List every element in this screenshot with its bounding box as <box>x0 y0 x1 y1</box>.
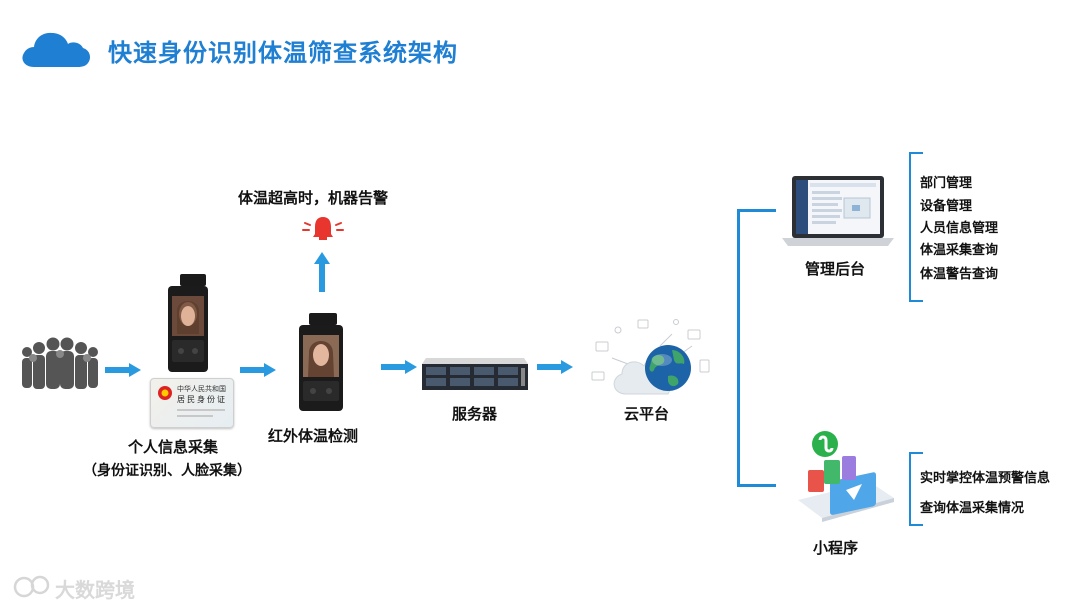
id-card-header: 中华人民共和国 <box>177 385 226 393</box>
mini-program-icon <box>798 431 894 522</box>
miniapp-item-collection-query: 查询体温采集情况 <box>920 501 1025 516</box>
server-icon <box>422 358 528 390</box>
id-terminal-device-icon <box>168 274 208 372</box>
cloud-logo-icon <box>22 32 91 67</box>
cloud-platform-label: 云平台 <box>624 405 670 423</box>
connector-bracket <box>737 209 776 487</box>
admin-item-personnel: 人员信息管理 <box>920 221 999 236</box>
id-card-line <box>177 409 225 411</box>
alarm-text: 体温超高时，机器告警 <box>238 189 389 207</box>
admin-laptop-icon <box>782 176 894 246</box>
admin-item-temp-query: 体温采集查询 <box>920 243 999 258</box>
page-title: 快速身份识别体温筛查系统架构 <box>108 39 458 67</box>
flow-arrow-1 <box>105 363 141 377</box>
server-label: 服务器 <box>452 405 498 423</box>
cloud-platform-icon <box>591 319 710 395</box>
miniapp-list-bracket <box>909 452 923 526</box>
infrared-thermometer-device-icon <box>299 313 343 411</box>
mini-program-label: 小程序 <box>813 539 859 557</box>
person-info-label: 个人信息采集 <box>128 438 219 456</box>
admin-list-bracket <box>909 152 923 302</box>
admin-label: 管理后台 <box>805 260 866 278</box>
infrared-detection-label: 红外体温检测 <box>268 427 359 445</box>
alarm-bell-icon <box>302 217 344 240</box>
national-emblem-icon <box>158 386 172 400</box>
flow-arrow-3 <box>381 360 417 374</box>
id-card: 中华人民共和国 居民身份证 <box>150 378 234 428</box>
miniapp-item-realtime-alert: 实时掌控体温预警信息 <box>920 471 1051 486</box>
id-card-name: 居民身份证 <box>177 395 227 404</box>
admin-item-alert-query: 体温警告查询 <box>920 267 999 282</box>
id-card-line <box>177 415 213 417</box>
person-info-sublabel: （身份证识别、人脸采集） <box>83 463 251 479</box>
flow-arrow-4 <box>537 360 573 374</box>
admin-item-device: 设备管理 <box>920 199 973 214</box>
watermark-text: 大数跨境 <box>55 578 135 602</box>
crowd-icon <box>22 337 98 389</box>
flow-arrow-2 <box>240 363 276 377</box>
alarm-up-arrow <box>314 252 330 292</box>
admin-item-department: 部门管理 <box>920 176 973 191</box>
watermark-logo-icon <box>13 575 50 598</box>
